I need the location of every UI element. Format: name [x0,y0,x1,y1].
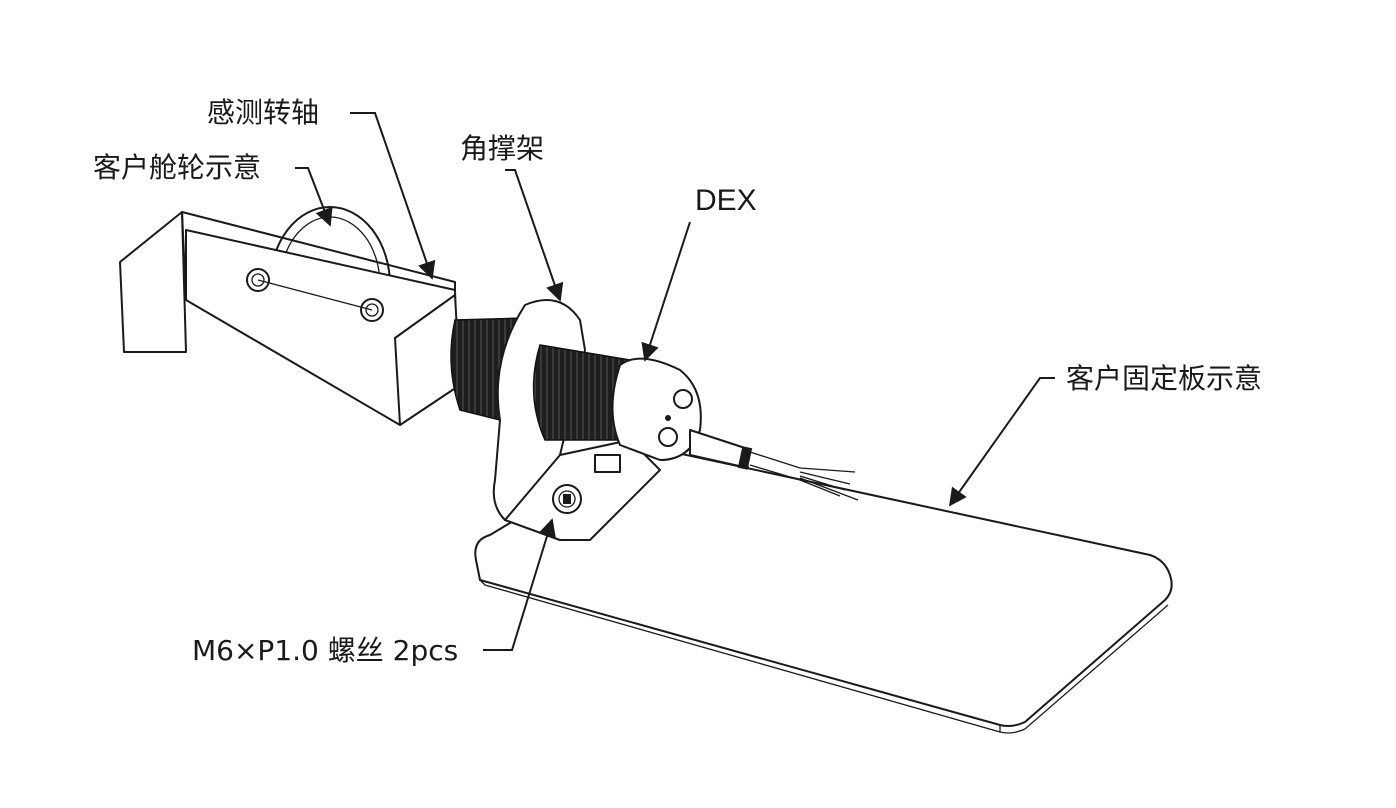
wheel-bracket [119,211,461,426]
label-sensing-shaft: 感测转轴 [207,96,319,129]
label-angle-bracket: 角撑架 [460,132,544,165]
sensor-cable [689,429,859,501]
label-customer-wheel: 客户舱轮示意 [93,151,261,184]
label-screw: M6×P1.0 螺丝 2pcs [192,634,458,667]
leader-lines [295,112,1055,651]
customer-fixing-plate [474,444,1173,734]
dex-sensor [532,344,702,461]
label-dex-sensor: DEX [695,184,757,217]
label-customer-plate: 客户固定板示意 [1066,362,1262,395]
